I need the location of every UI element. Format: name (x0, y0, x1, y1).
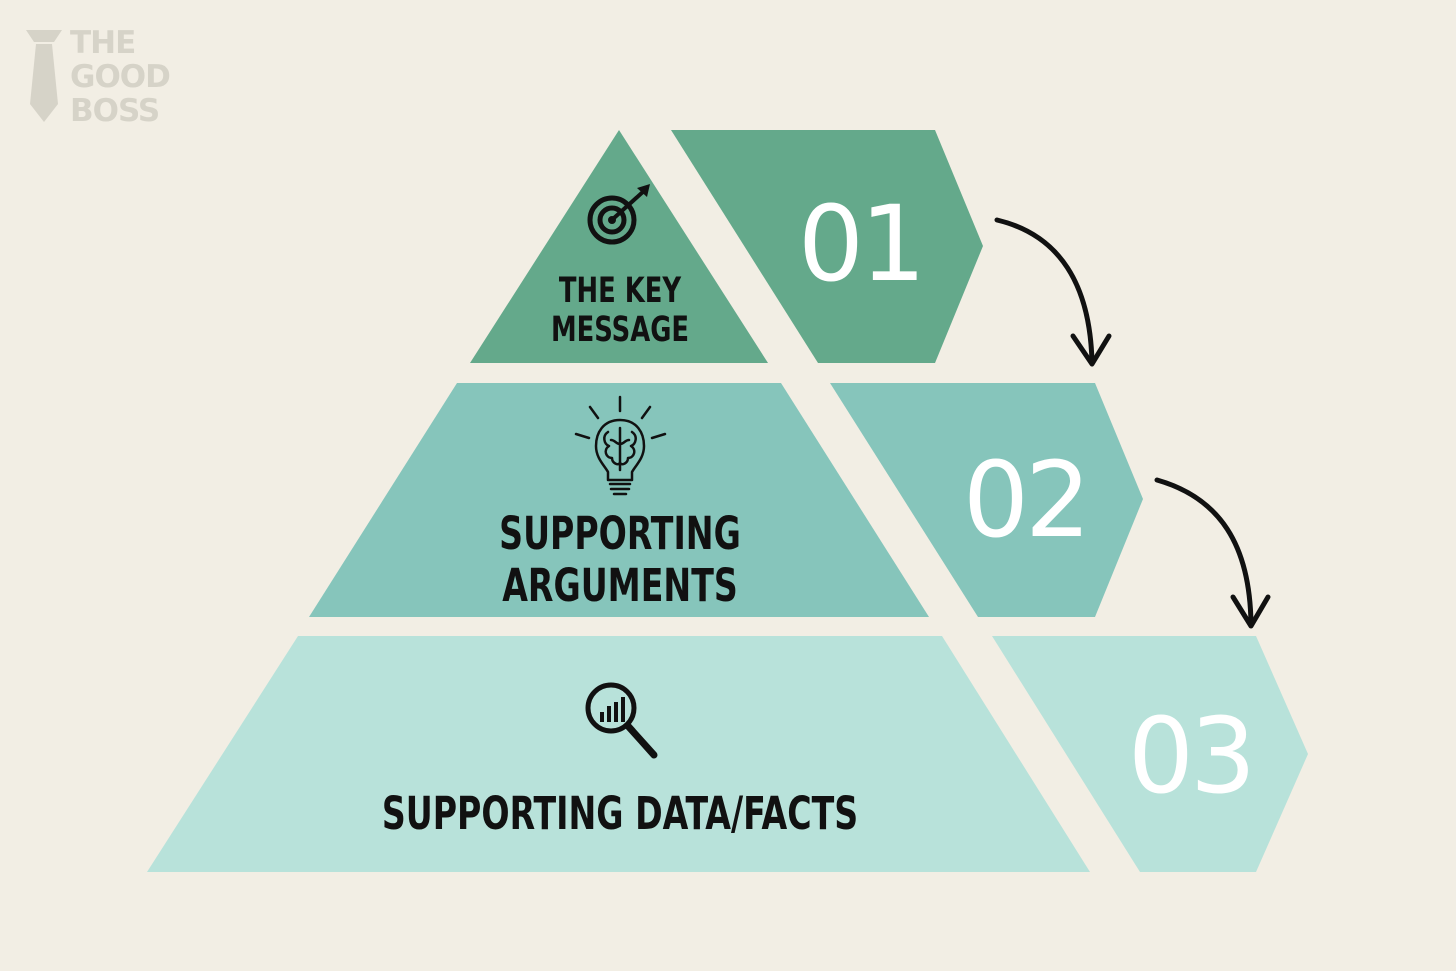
logo: THE GOOD BOSS (24, 25, 184, 129)
magnifier-chart-icon (585, 682, 658, 759)
tier-1-label: THE KEY MESSAGE (538, 272, 702, 350)
tie-icon (26, 30, 62, 122)
tier-3-label: SUPPORTING DATA/FACTS (358, 788, 883, 840)
arrow-1-to-2 (994, 217, 1112, 367)
number-tab-3 (992, 636, 1308, 872)
step-number-1: 01 (797, 183, 926, 305)
tier-2-label: SUPPORTING ARGUMENTS (497, 508, 743, 612)
logo-line-3: BOSS (70, 93, 160, 129)
tier-2-label-line-1: SUPPORTING (499, 507, 741, 560)
logo-wordmark: THE GOOD BOSS (70, 25, 171, 129)
logo-line-1: THE (70, 25, 136, 61)
pyramid-tier-3 (147, 636, 1090, 872)
step-number-3: 03 (1127, 695, 1256, 817)
number-tab-2 (830, 383, 1143, 617)
logo-line-2: GOOD (70, 59, 171, 95)
target-icon (587, 184, 650, 245)
number-tab-1 (671, 130, 983, 363)
pyramid-tier-1 (470, 130, 768, 363)
pyramid-tier-2 (309, 383, 929, 617)
tier-2-label-line-2: ARGUMENTS (502, 559, 738, 612)
tier-3-label-line-1: SUPPORTING DATA/FACTS (381, 787, 859, 840)
arrow-2-to-3 (1154, 477, 1271, 629)
step-number-2: 02 (962, 439, 1091, 561)
lightbulb-brain-icon (574, 395, 667, 496)
tier-1-label-line-1: THE KEY (558, 271, 682, 311)
tier-1-label-line-2: MESSAGE (550, 310, 690, 350)
